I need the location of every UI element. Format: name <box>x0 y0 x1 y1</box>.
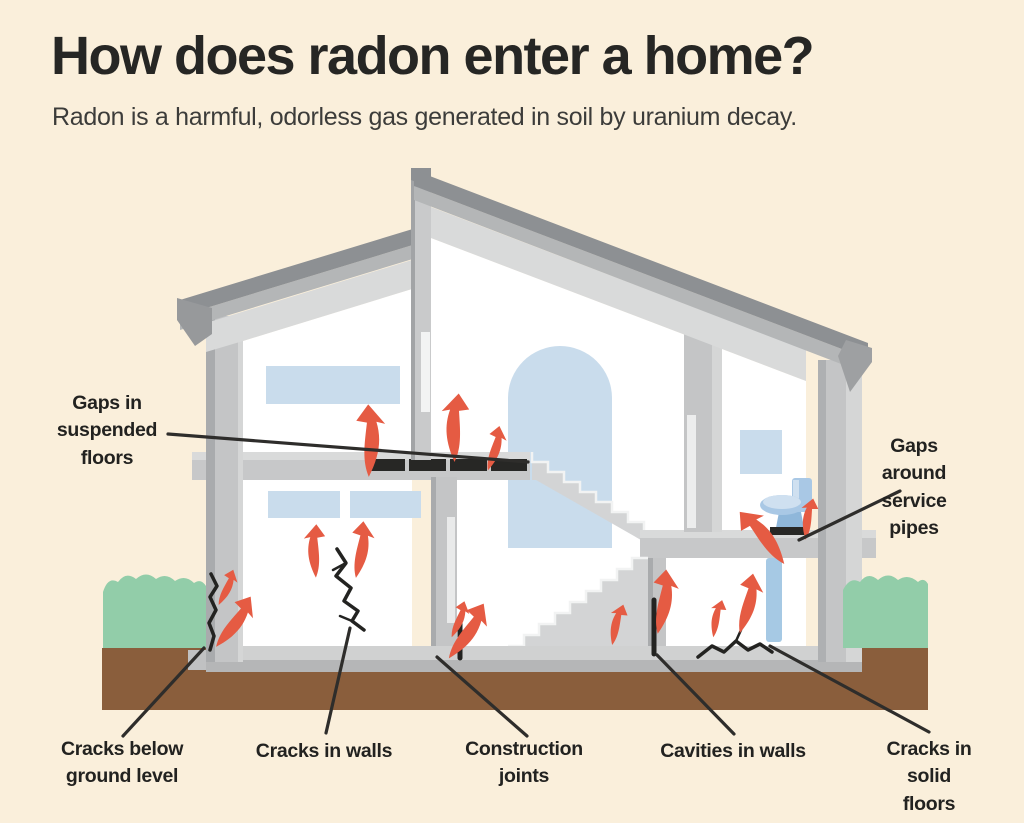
right-eave-cap <box>838 340 872 392</box>
floor-gap-slot <box>450 459 487 471</box>
left-eave-cap <box>177 298 212 346</box>
page-subtitle: Radon is a harmful, odorless gas generat… <box>52 103 797 131</box>
label-gaps-in-suspended-floors: Gaps in suspended floors <box>56 392 158 469</box>
floor-gap-slot <box>368 459 405 471</box>
arched-window <box>508 346 612 548</box>
label-cracks-in-walls: Cracks in walls <box>255 740 393 762</box>
toilet-pipe-gap <box>770 527 806 535</box>
ground-floor-slab <box>188 646 862 672</box>
staircase-upper-flight <box>530 452 662 552</box>
floor-gap-slot <box>409 459 446 471</box>
spine-slit-window <box>421 332 430 412</box>
label-cracks-below-ground-level: Cracks below ground level <box>60 738 184 788</box>
suspended-floor <box>192 452 530 480</box>
service-pipe <box>766 558 782 642</box>
crack-below-ground <box>207 572 219 652</box>
label-construction-joints: Construction joints <box>465 738 583 788</box>
clerestory-spine-wall <box>411 168 431 460</box>
left-roof <box>177 228 416 352</box>
grass-bush-right <box>843 575 928 648</box>
bathroom-wall <box>684 318 722 532</box>
toilet-icon <box>760 478 812 535</box>
label-cavities-in-walls: Cavities in walls <box>660 740 806 762</box>
page-title: How does radon enter a home? <box>51 26 815 86</box>
label-gaps-around-service-pipes: Gaps around service pipes <box>881 435 947 539</box>
left-exterior-wall <box>206 316 243 662</box>
label-cracks-in-solid-floors: Cracks in solid floors <box>886 738 972 815</box>
windows <box>266 366 782 518</box>
grass-bush-left <box>103 574 206 648</box>
right-roof <box>414 170 872 392</box>
leader-lines <box>121 432 931 738</box>
